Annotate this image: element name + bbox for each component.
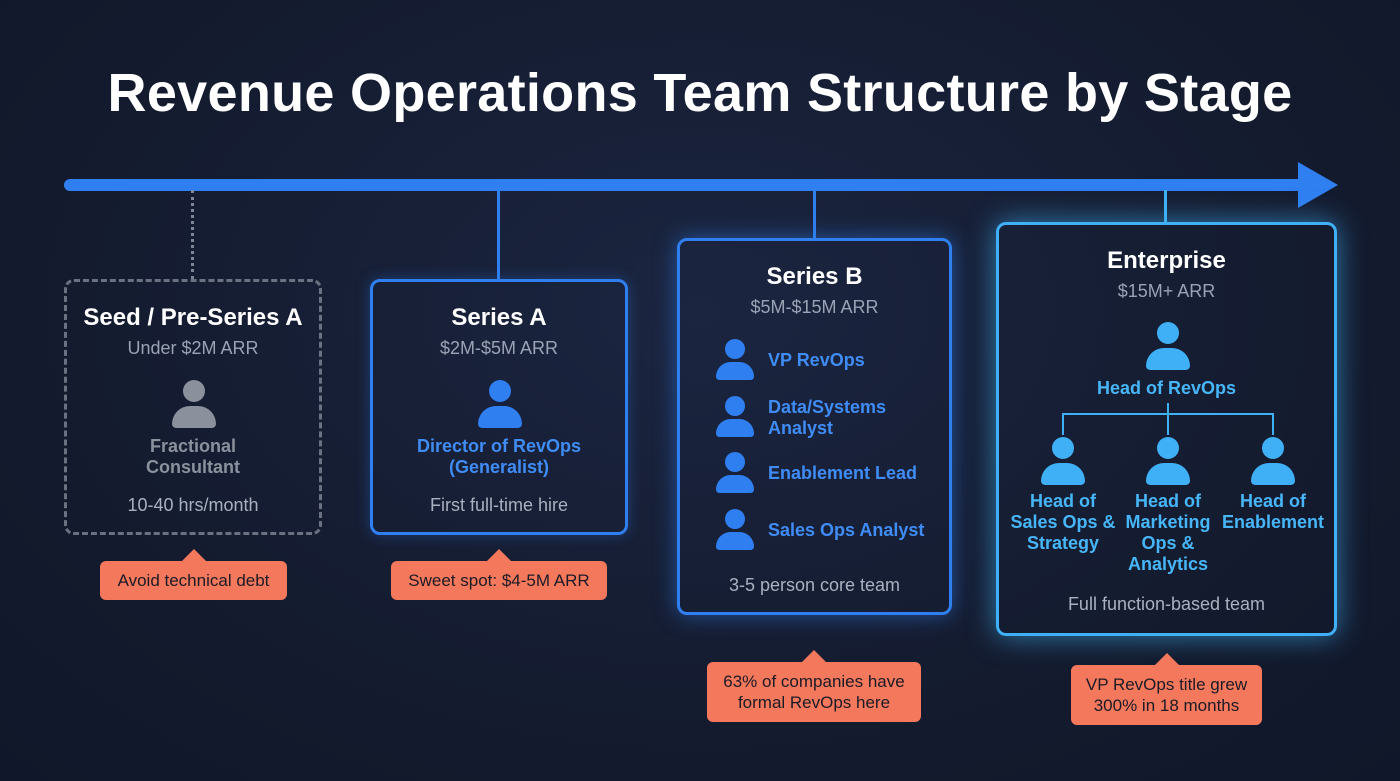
- person-icon: [1146, 437, 1190, 487]
- series-b-connector: [813, 190, 816, 238]
- stage-footer: 10-40 hrs/month: [127, 495, 259, 515]
- stage-series-b-card: Series B $5M-$15M ARR VP RevOps Data/Sys…: [677, 238, 952, 615]
- role-label: Enablement Lead: [768, 463, 918, 483]
- head-role-label: Head of RevOps: [1096, 378, 1237, 398]
- callout-series-a: Sweet spot: $4-5M ARR: [391, 549, 607, 600]
- role-label: Sales Ops Analyst: [768, 520, 925, 540]
- stage-seed-card: Seed / Pre-Series A Under $2M ARR Fracti…: [64, 279, 322, 535]
- org-chart-line: [1167, 413, 1169, 435]
- role-label: Director of RevOps (Generalist): [416, 436, 582, 477]
- callout-series-b: 63% of companies have formal RevOps here: [707, 650, 921, 722]
- enterprise-connector: [1164, 190, 1167, 222]
- report-role-label: Head of Enablement: [1221, 491, 1325, 532]
- stage-footer: First full-time hire: [429, 495, 568, 515]
- role-label: Data/Systems Analyst: [768, 397, 887, 438]
- stage-arr: $5M-$15M ARR: [750, 297, 879, 317]
- role-label: VP RevOps: [768, 350, 865, 370]
- person-icon: [1041, 437, 1085, 487]
- stage-title: Series A: [451, 304, 547, 331]
- role-label: Fractional Consultant: [146, 436, 240, 477]
- org-chart-line: [1272, 413, 1274, 435]
- stage-arr: $2M-$5M ARR: [439, 338, 559, 358]
- stage-arr: $15M+ ARR: [1117, 281, 1216, 301]
- timeline-arrow-line: [64, 179, 1314, 191]
- person-icon: [716, 452, 754, 494]
- report-role-label: Head of Sales Ops & Strategy: [1010, 491, 1116, 553]
- person-icon: [716, 396, 754, 438]
- stage-series-a-card: Series A $2M-$5M ARR Director of RevOps …: [370, 279, 628, 535]
- stage-title: Series B: [766, 263, 863, 290]
- report-role-label: Head of Marketing Ops & Analytics: [1125, 491, 1211, 574]
- stage-footer: 3-5 person core team: [728, 575, 901, 595]
- stage-title: Seed / Pre-Series A: [83, 304, 303, 331]
- timeline-arrowhead-icon: [1298, 162, 1338, 208]
- seed-connector: [191, 190, 194, 279]
- person-icon: [716, 509, 754, 551]
- org-chart-line: [1062, 413, 1064, 435]
- stage-title: Enterprise: [1107, 247, 1226, 274]
- person-icon: [172, 380, 216, 430]
- stage-arr: Under $2M ARR: [127, 338, 259, 358]
- page-title: Revenue Operations Team Structure by Sta…: [107, 63, 1293, 123]
- callout-enterprise: VP RevOps title grew 300% in 18 months: [1071, 653, 1262, 725]
- person-icon: [478, 380, 522, 430]
- person-icon: [1251, 437, 1295, 487]
- person-icon: [716, 339, 754, 381]
- org-chart-line: [1167, 403, 1169, 415]
- stage-enterprise-card: Enterprise $15M+ ARR Head of RevOps Head…: [996, 222, 1337, 636]
- stage-footer: Full function-based team: [1067, 594, 1266, 614]
- person-icon: [1146, 322, 1190, 372]
- callout-seed: Avoid technical debt: [100, 549, 287, 600]
- series-a-connector: [497, 190, 500, 279]
